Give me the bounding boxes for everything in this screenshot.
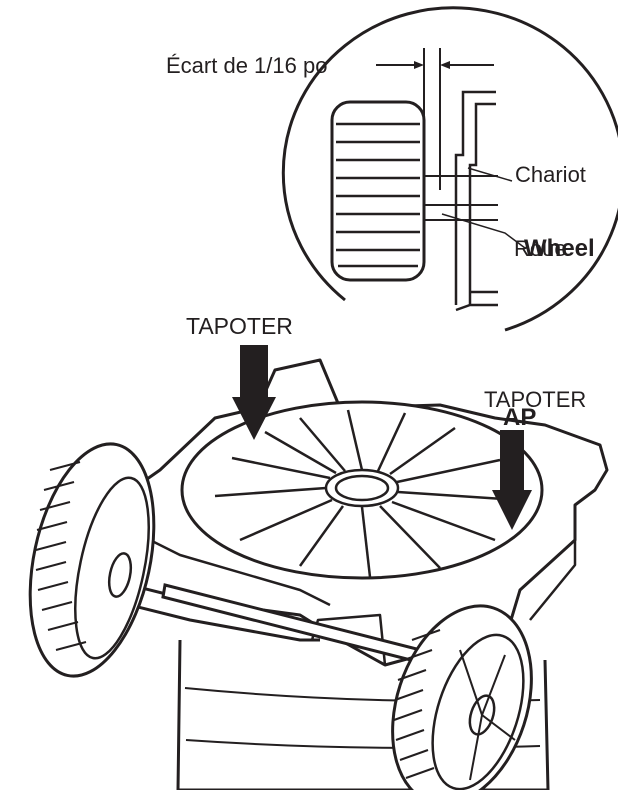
inset-gap-lines: [376, 48, 498, 244]
filter-lid: [180, 400, 544, 580]
tap-arrow-left: [232, 345, 276, 440]
wheel-label-fr: Roue: [514, 236, 567, 261]
left-wheel-treads: [35, 461, 87, 651]
right-wheel-spokes: [459, 649, 516, 781]
left-wheel: [28, 442, 156, 678]
inset-wheel: [330, 100, 426, 282]
tap-label-overlay: AP: [503, 404, 536, 431]
inset-circle-outline: [281, 6, 618, 332]
tap-label-left: TAPOTER: [186, 313, 293, 339]
gap-label: Écart de 1/16 po: [166, 53, 327, 78]
tap-arrow-right: [492, 430, 532, 530]
inset-wheel-treads: [336, 122, 420, 268]
right-wheel-treads: [393, 629, 441, 779]
inset-leaders: [441, 167, 526, 249]
tap-label-right: TAPOTER: [484, 387, 586, 412]
inset-carriage: [454, 90, 498, 312]
carriage-label: Chariot: [515, 162, 586, 187]
lid-spokes: [214, 409, 519, 578]
wheel-label-en: Wheel: [524, 235, 595, 262]
inset-wheel-body: [330, 100, 426, 282]
detail-inset: [281, 6, 618, 332]
right-wheel: [391, 604, 533, 795]
